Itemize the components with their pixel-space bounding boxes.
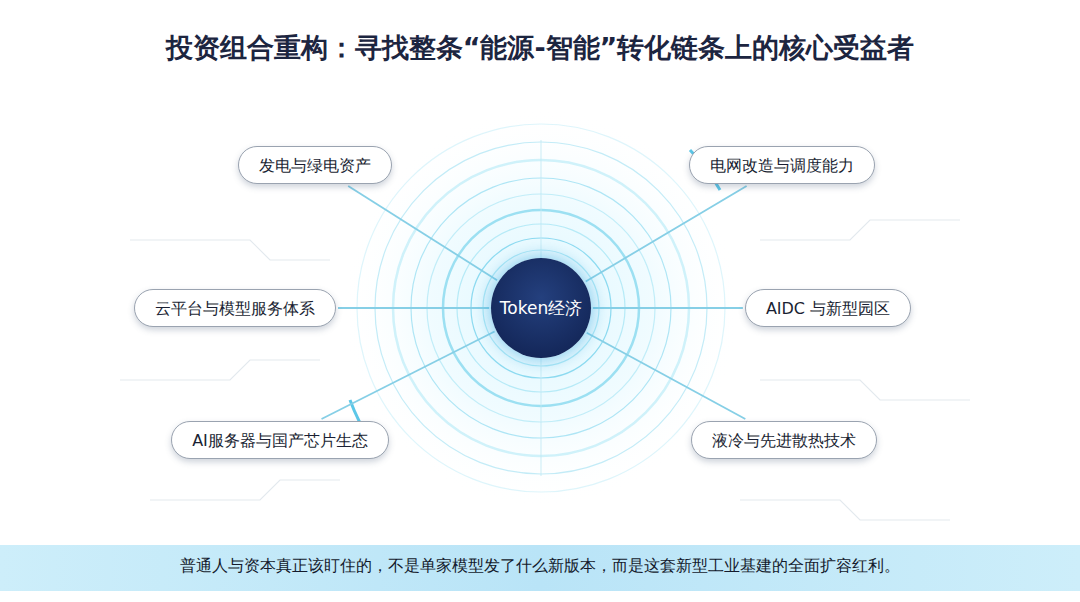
sector-pill: 发电与绿电资产 <box>238 146 392 184</box>
sector-pill: AIDC 与新型园区 <box>745 289 911 327</box>
caption: 普通人与资本真正该盯住的，不是单家模型发了什么新版本，而是这套新型工业基建的全面… <box>0 556 1080 577</box>
node-label: AI服务器与国产芯片生态 <box>192 431 368 450</box>
spoke-line <box>586 186 747 281</box>
sector-pill: 云平台与模型服务体系 <box>134 289 336 327</box>
node-label: AIDC 与新型园区 <box>766 299 890 318</box>
node-label: Token经济 <box>500 297 582 320</box>
spoke-line <box>593 307 743 309</box>
title: 投资组合重构：寻找整条“能源-智能”转化链条上的核心受益者 <box>0 30 1080 66</box>
sector-pill: 液冷与先进散热技术 <box>691 421 877 459</box>
node-label: 发电与绿电资产 <box>259 156 371 175</box>
spoke-line <box>322 331 495 419</box>
node-label: 云平台与模型服务体系 <box>155 299 315 318</box>
sector-pill: AI服务器与国产芯片生态 <box>171 421 389 459</box>
spoke-line <box>587 333 746 419</box>
node-label: 电网改造与调度能力 <box>710 156 854 175</box>
spoke-line <box>348 186 497 280</box>
sector-pill: 电网改造与调度能力 <box>689 146 875 184</box>
node-label: 液冷与先进散热技术 <box>712 431 856 450</box>
spoke-line <box>338 307 489 309</box>
hub-circle: Token经济 <box>491 258 591 358</box>
